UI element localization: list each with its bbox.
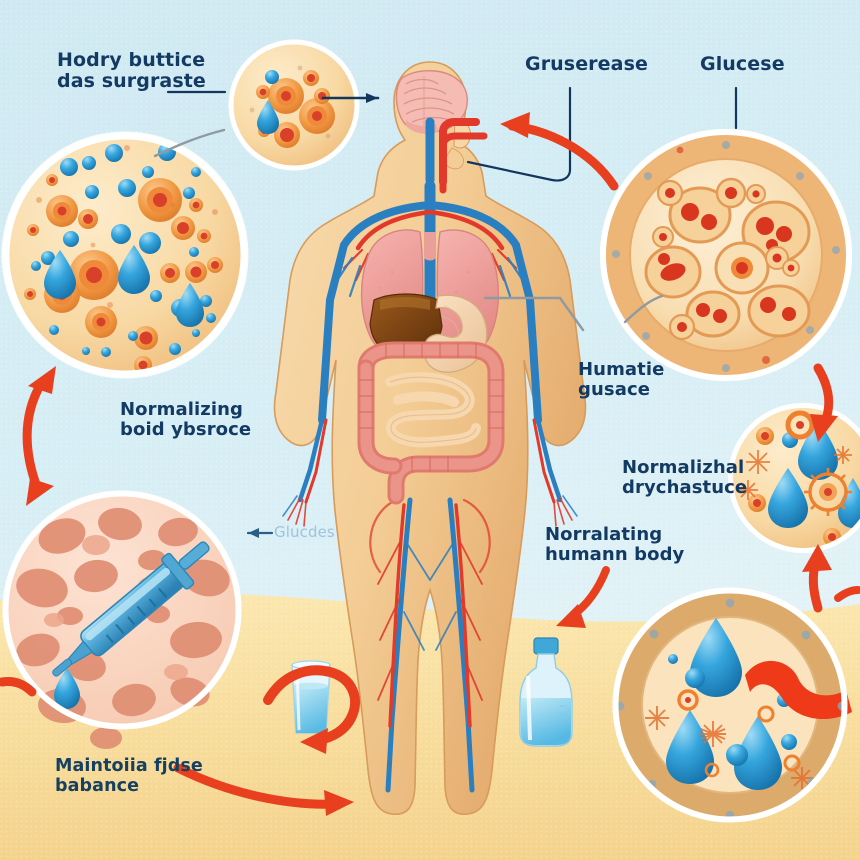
arrow-center-down <box>556 566 610 628</box>
arrow-right-down <box>810 363 838 442</box>
brain-organ <box>395 70 468 134</box>
arrows-layer <box>0 112 860 816</box>
circle-droplets-bottom-right <box>612 587 852 823</box>
neck-vessels <box>425 117 488 194</box>
label-hodry-buttice: Hodry buttice das surgraste <box>57 49 206 93</box>
arrow-right-up <box>802 544 832 613</box>
circle-syringe-bottom-left <box>2 490 242 749</box>
circle-cells-large-right <box>600 129 852 381</box>
arrow-glass-loop <box>263 665 360 754</box>
nucleated-cells-group <box>644 177 811 341</box>
circle-cells-small-top <box>228 39 360 171</box>
label-normalizhal: Normalizhal drychastuce <box>622 457 748 499</box>
label-maintoiia-babance: Maintoiia fjdse babance <box>55 756 203 796</box>
leader-humatie <box>483 296 585 332</box>
arrow-left-stub <box>0 677 37 697</box>
leader-gruserease <box>466 86 572 182</box>
water-bottle-object <box>519 637 573 747</box>
syringe-object <box>52 541 210 677</box>
label-norralating-body: Norralating humann body <box>545 524 685 566</box>
leader-lines <box>153 86 738 538</box>
label-glucdes: Glucdes <box>274 523 335 541</box>
arrow-mouth-intake <box>500 112 619 191</box>
label-gruserease: Gruserease <box>525 53 648 75</box>
specks <box>36 145 218 308</box>
arrow-right-stub <box>834 586 860 602</box>
arrow-left-updown <box>22 366 56 506</box>
red-vessel <box>745 660 852 720</box>
large-intestine-organ <box>357 341 505 505</box>
label-glucese: Glucese <box>700 53 785 75</box>
circle-blood-cells-large-left <box>1 131 249 379</box>
arrow-bottom-sweep <box>173 763 354 816</box>
glucose-particles <box>31 143 216 357</box>
droplets-group <box>44 245 204 327</box>
circle-droplets-small-right <box>728 403 860 553</box>
label-normalizing-boid: Normalizing boid ybsroce <box>120 399 252 441</box>
label-humatie-gusace: Humatie gusace <box>578 359 665 401</box>
human-body-figure <box>273 61 587 815</box>
